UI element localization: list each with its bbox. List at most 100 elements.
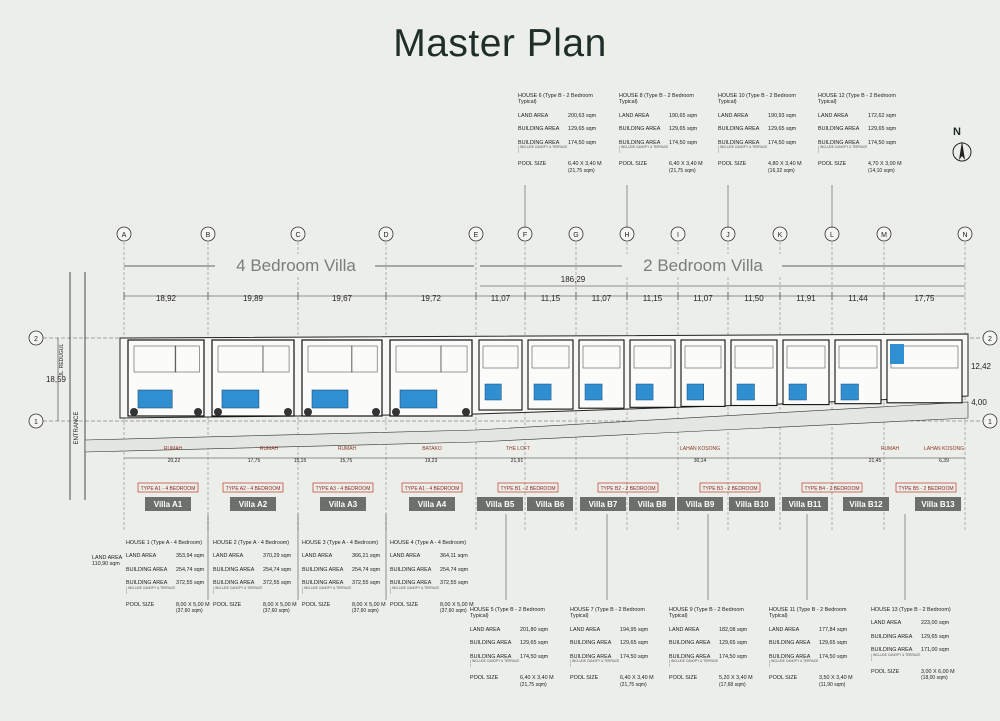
grid-bubble xyxy=(670,226,686,242)
spec-value: 129,65 sqm xyxy=(768,126,797,133)
pool-sqm: (21,75 sqm) xyxy=(620,681,647,688)
spec-key: LAND AREA xyxy=(518,112,549,119)
spec-row-gross: BUILDING AREA( INCLUDE CANOPY & TERRACE … xyxy=(518,140,606,154)
spec-row-gross: BUILDING AREA( INCLUDE CANOPY & TERRACE … xyxy=(302,580,390,594)
spec-table-house6: HOUSE 6 (Type B - 2 Bedroom Typical)LAND… xyxy=(518,93,606,181)
spec-row-land: LAND AREA 200,63 sqm xyxy=(518,113,606,119)
pool-size: 6,40 X 3,40 M xyxy=(520,675,554,682)
spec-row-gross: BUILDING AREA( INCLUDE CANOPY & TERRACE … xyxy=(871,647,959,661)
dimension-span: 17,75 xyxy=(914,294,935,303)
spec-row-gross: BUILDING AREA( INCLUDE CANOPY & TERRACE … xyxy=(213,580,301,594)
spec-value: 171,00 sqm xyxy=(921,647,950,654)
villa-b-room xyxy=(838,345,878,369)
tree xyxy=(194,408,202,416)
type-tag-border xyxy=(699,482,761,493)
type-tag-border xyxy=(137,482,199,493)
spec-value: 174,50 sqm xyxy=(819,653,848,660)
zone-label: RUMAH xyxy=(164,446,183,452)
villa-label-villa-b13: Villa B13 xyxy=(921,500,955,509)
villa-a-room xyxy=(133,345,177,373)
spec-value: 8,00 X 5,00 M(37,60 sqm) xyxy=(176,602,210,614)
spec-row-gross: BUILDING AREA( INCLUDE CANOPY & TERRACE … xyxy=(619,140,707,154)
spec-key-note: ( INCLUDE CANOPY & TERRACE ) xyxy=(871,652,921,661)
dimension-right-small: 4,00 xyxy=(971,398,987,407)
grid-bubble xyxy=(116,226,132,242)
dimension-lower: 17,75 xyxy=(248,458,261,464)
spec-key: POOL SIZE xyxy=(871,668,900,675)
tree xyxy=(392,408,400,416)
spec-key: BUILDING AREA xyxy=(871,633,913,640)
spec-key: POOL SIZE xyxy=(718,161,747,168)
zone-label: LAHAN KOSONG xyxy=(680,446,720,452)
spec-key-note: ( INCLUDE CANOPY & TERRACE ) xyxy=(818,145,868,154)
grid-bubble xyxy=(957,226,973,242)
villa-label-bg xyxy=(915,497,961,511)
spec-value: 372,55 sqm xyxy=(176,580,205,587)
grid-label-A: A xyxy=(122,232,127,239)
spec-key: LAND AREA xyxy=(390,553,421,560)
entrance-label: ENTRANCE xyxy=(74,411,80,444)
pool xyxy=(635,383,654,401)
villa-label-villa-b9: Villa B9 xyxy=(686,500,715,509)
spec-row-gross: BUILDING AREA( INCLUDE CANOPY & TERRACE … xyxy=(126,580,214,594)
zone-label: BATAKO xyxy=(422,446,442,452)
spec-value: 366,21 sqm xyxy=(352,553,381,560)
spec-key-note: ( INCLUDE CANOPY & TERRACE ) xyxy=(470,659,520,668)
villa-a-room xyxy=(174,345,200,373)
grid-bubble xyxy=(290,226,306,242)
pool-size: 3,00 X 6,00 M xyxy=(921,668,955,675)
type-tag-border xyxy=(597,482,659,493)
dimension-span: 11,07 xyxy=(491,294,511,303)
spec-key: POOL SIZE xyxy=(570,675,599,682)
pool-sqm: (11,90 sqm) xyxy=(819,681,846,688)
villa-b-room xyxy=(734,345,774,369)
spec-key: BUILDING AREA( INCLUDE CANOPY & TERRACE … xyxy=(818,140,868,154)
type-tag: TYPE B5 - 2 BEDROOM xyxy=(898,486,953,492)
spec-value: 201,80 sqm xyxy=(520,626,549,633)
spec-value: 372,55 sqm xyxy=(263,580,292,587)
spec-key-note: ( INCLUDE CANOPY & TERRACE ) xyxy=(126,585,176,594)
dimension-span: 11,07 xyxy=(592,294,612,303)
spec-key: BUILDING AREA( INCLUDE CANOPY & TERRACE … xyxy=(518,140,568,154)
villa-label-villa-b12: Villa B12 xyxy=(849,500,883,509)
spec-key: POOL SIZE xyxy=(669,675,698,682)
grid-label-E: E xyxy=(474,232,479,239)
spec-key: BUILDING AREA xyxy=(390,566,432,573)
spec-key: LAND AREA xyxy=(570,626,601,633)
villa-b-room xyxy=(786,345,826,369)
grid-label-I: I xyxy=(677,232,679,239)
pool xyxy=(788,383,807,401)
section-label-bg xyxy=(215,254,375,276)
spec-table-header: HOUSE 9 (Type B - 2 Bedroom Typical) xyxy=(669,607,744,620)
type-tag-border xyxy=(497,482,559,493)
pool-size: 8,00 X 5,00 M xyxy=(176,601,210,608)
spec-value: 8,00 X 5,00 M(37,60 sqm) xyxy=(352,602,386,614)
spec-value: 200,63 sqm xyxy=(568,112,597,119)
spec-key-note: ( INCLUDE CANOPY & TERRACE ) xyxy=(769,659,819,668)
tree xyxy=(462,408,470,416)
spec-table-house10: HOUSE 10 (Type B - 2 Bedroom Typical)LAN… xyxy=(718,93,806,181)
pool-sqm: (21,75 sqm) xyxy=(568,167,595,174)
villa-label-bg xyxy=(580,497,626,511)
spec-value: 8,00 X 5,00 M(37,60 sqm) xyxy=(263,602,297,614)
spec-key: BUILDING AREA( INCLUDE CANOPY & TERRACE … xyxy=(213,580,263,594)
spec-row-gross: BUILDING AREA( INCLUDE CANOPY & TERRACE … xyxy=(390,580,478,594)
type-tag: TYPE A1 - 4 BEDROOM xyxy=(141,486,196,492)
spec-value: 6,40 X 3,40 M(21,75 sqm) xyxy=(669,161,703,173)
spec-value: 372,55 sqm xyxy=(440,580,469,587)
spec-key: LAND AREA xyxy=(871,620,902,627)
dimension-total: 186,29 xyxy=(561,275,586,284)
dimension-span: 19,72 xyxy=(421,294,442,303)
